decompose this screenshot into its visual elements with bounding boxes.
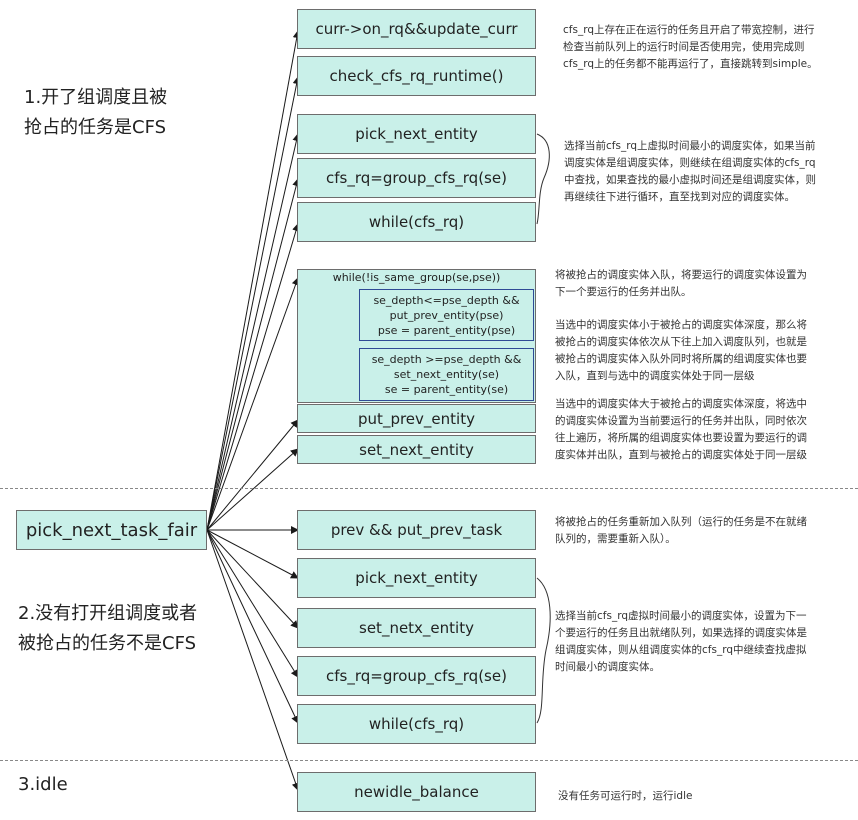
node-prev-put-prev-task[interactable]: prev && put_prev_task — [297, 510, 536, 550]
note-line: 入队，直到与选中的调度实体处于同一层级 — [555, 370, 755, 382]
node-put-prev-entity[interactable]: put_prev_entity — [297, 404, 536, 433]
arrow-to-newidle-balance — [206, 529, 300, 791]
note-enqueue-dequeue: 将被抢占的调度实体入队，将要运行的调度实体设置为 下一个要运行的任务并出队。 — [555, 267, 807, 301]
note-requeue-prev: 将被抢占的任务重新加入队列（运行的任务是不在就绪 队列的，需要重新入队）。 — [555, 514, 807, 548]
section-2-line-1: 2.没有打开组调度或者 — [18, 603, 198, 624]
arrow-to-pick-next-entity-1 — [206, 133, 301, 531]
section-1-line-1: 1.开了组调度且被 — [24, 87, 168, 108]
node-set-next-entity[interactable]: set_next_entity — [297, 435, 536, 464]
arrow-to-pick-next-entity-2 — [206, 529, 299, 579]
section-1-line-2: 抢占的任务是CFS — [24, 117, 167, 138]
group-block-put-prev: se_depth<=pse_depth && put_prev_entity(p… — [359, 289, 534, 341]
node-set-netx-entity[interactable]: set_netx_entity — [297, 608, 536, 648]
note-line: 选择当前cfs_rq虚拟时间最小的调度实体，设置为下一 — [555, 610, 807, 622]
arrow-to-while-cfs-rq-1 — [206, 223, 300, 531]
group-block-set-next: se_depth >=pse_depth && set_next_entity(… — [359, 348, 534, 401]
node-while-cfs-rq-2[interactable]: while(cfs_rq) — [297, 704, 536, 744]
arrow-to-put-prev-entity — [206, 419, 299, 531]
note-line: 没有任务可运行时，运行idle — [558, 790, 693, 802]
note-line: 选择当前cfs_rq上虚拟时间最小的调度实体，如果当前 — [564, 140, 816, 152]
node-pick-next-entity-2[interactable]: pick_next_entity — [297, 558, 536, 598]
note-line: cfs_rq上的任务都不能再运行了，直接跳转到simple。 — [563, 58, 818, 70]
note-line: 时间最小的调度实体。 — [555, 661, 660, 673]
arrow-to-group-while — [206, 277, 300, 531]
section-1-label: 1.开了组调度且被 抢占的任务是CFS — [24, 83, 167, 143]
arrow-to-cfs-rq-group-2 — [206, 529, 299, 678]
note-line: 组调度实体，则从组调度实体的cfs_rq中继续查找虚拟 — [555, 644, 807, 656]
note-line: 队列的，需要重新入队）。 — [555, 533, 676, 545]
note-line: 将被抢占的调度实体入队，将要运行的调度实体设置为 — [555, 269, 807, 281]
node-cfs-rq-group-1[interactable]: cfs_rq=group_cfs_rq(se) — [297, 158, 536, 198]
arrow-to-check-runtime — [206, 76, 301, 531]
note-line: 检查当前队列上的运行时间是否使用完，使用完成则 — [563, 41, 805, 53]
note-line: 的调度实体设置为当前要运行的任务并出队，同时依次 — [555, 415, 807, 427]
note-line: 下一个要运行的任务并出队。 — [555, 286, 692, 298]
section-2-line-2: 被抢占的任务不是CFS — [18, 633, 197, 654]
group-block-1-line-3: pse = parent_entity(pse) — [377, 323, 516, 337]
group-title: while(!is_same_group(se,pse)) — [332, 271, 501, 284]
section-divider-1 — [0, 488, 858, 489]
section-3-label: 3.idle — [18, 774, 68, 795]
note-line: 中查找，如果查找的最小虚拟时间还是组调度实体，则 — [564, 174, 816, 186]
note-line: 当选中的调度实体小于被抢占的调度实体深度，那么将 — [555, 319, 807, 331]
node-pick-next-entity-1[interactable]: pick_next_entity — [297, 114, 536, 154]
note-line: cfs_rq上存在正在运行的任务且开启了带宽控制，进行 — [563, 24, 815, 36]
note-line: 调度实体是组调度实体，则继续在组调度实体的cfs_rq — [564, 157, 816, 169]
brace-pick-loop-1 — [536, 133, 550, 225]
note-line: 个要运行的任务且出就绪队列，如果选择的调度实体是 — [555, 627, 807, 639]
group-block-2-line-2: set_next_entity(se) — [393, 368, 500, 381]
note-line: 再继续往下进行循环，直至找到对应的调度实体。 — [564, 191, 795, 203]
note-line: 往上遍历，将所属的组调度实体也要设置为要运行的调 — [555, 432, 807, 444]
note-line: 被抢占的调度实体依次从下往上加入调度队列，也就是 — [555, 336, 807, 348]
arrow-to-set-next-entity — [206, 448, 299, 531]
group-block-2-line-1: se_depth >=pse_depth && — [371, 353, 522, 366]
arrow-to-set-netx-entity — [206, 529, 299, 629]
arrow-to-curr-update — [206, 30, 301, 531]
section-divider-2 — [0, 760, 858, 761]
group-block-1-line-2: put_prev_entity(pse) — [389, 308, 504, 322]
arrow-to-cfs-rq-group-1 — [206, 178, 301, 531]
note-line: 被抢占的调度实体入队外同时将所属的组调度实体也要 — [555, 353, 807, 365]
note-depth-larger: 当选中的调度实体大于被抢占的调度实体深度，将选中 的调度实体设置为当前要运行的任… — [555, 396, 807, 464]
group-while-not-same-group: while(!is_same_group(se,pse)) se_depth<=… — [297, 269, 536, 403]
node-while-cfs-rq-1[interactable]: while(cfs_rq) — [297, 202, 536, 242]
brace-pick-loop-2 — [536, 577, 551, 724]
note-bandwidth-check: cfs_rq上存在正在运行的任务且开启了带宽控制，进行 检查当前队列上的运行时间… — [563, 22, 818, 73]
note-depth-smaller: 当选中的调度实体小于被抢占的调度实体深度，那么将 被抢占的调度实体依次从下往上加… — [555, 317, 807, 385]
arrow-to-while-cfs-rq-2 — [206, 529, 299, 724]
node-newidle-balance[interactable]: newidle_balance — [297, 772, 536, 812]
node-check-cfs-rq-runtime[interactable]: check_cfs_rq_runtime() — [297, 56, 536, 96]
node-curr-update-curr[interactable]: curr->on_rq&&update_curr — [297, 9, 536, 49]
note-pick-min-vruntime-1: 选择当前cfs_rq上虚拟时间最小的调度实体，如果当前 调度实体是组调度实体，则… — [564, 138, 816, 206]
group-block-2-line-3: se = parent_entity(se) — [384, 383, 509, 396]
note-run-idle: 没有任务可运行时，运行idle — [558, 788, 692, 805]
node-cfs-rq-group-2[interactable]: cfs_rq=group_cfs_rq(se) — [297, 656, 536, 696]
note-line: 度实体并出队，直到与被抢占的调度实体处于同一层级 — [555, 449, 807, 461]
section-2-label: 2.没有打开组调度或者 被抢占的任务不是CFS — [18, 599, 197, 659]
group-block-1-line-1: se_depth<=pse_depth && — [373, 293, 520, 307]
note-line: 将被抢占的任务重新加入队列（运行的任务是不在就绪 — [555, 516, 807, 528]
note-line: 当选中的调度实体大于被抢占的调度实体深度，将选中 — [555, 398, 807, 410]
root-pick-next-task-fair[interactable]: pick_next_task_fair — [16, 510, 207, 550]
note-pick-min-vruntime-2: 选择当前cfs_rq虚拟时间最小的调度实体，设置为下一 个要运行的任务且出就绪队… — [555, 608, 807, 676]
